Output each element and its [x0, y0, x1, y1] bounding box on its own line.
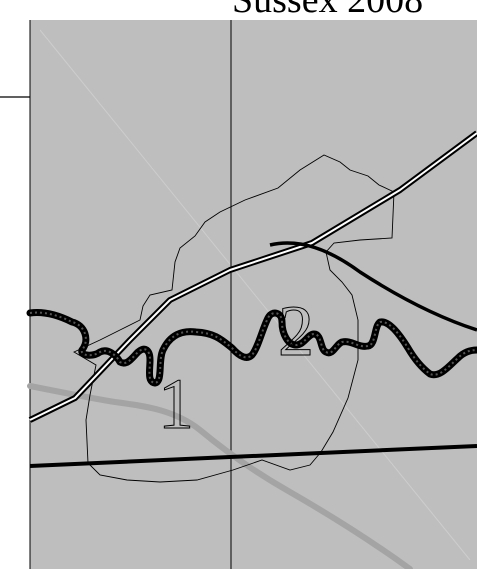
branch-road — [269, 241, 477, 332]
page-title: Sussex 2008 — [232, 0, 477, 20]
area-boundary — [73, 154, 395, 483]
faint-diagonal-line — [39, 29, 471, 561]
river-hatch — [29, 311, 477, 385]
highway-inner — [29, 132, 477, 421]
area-label-1: 1 — [158, 364, 194, 444]
area-label-2: 2 — [278, 291, 314, 371]
secondary-road — [27, 383, 413, 572]
straight-road — [29, 444, 477, 468]
